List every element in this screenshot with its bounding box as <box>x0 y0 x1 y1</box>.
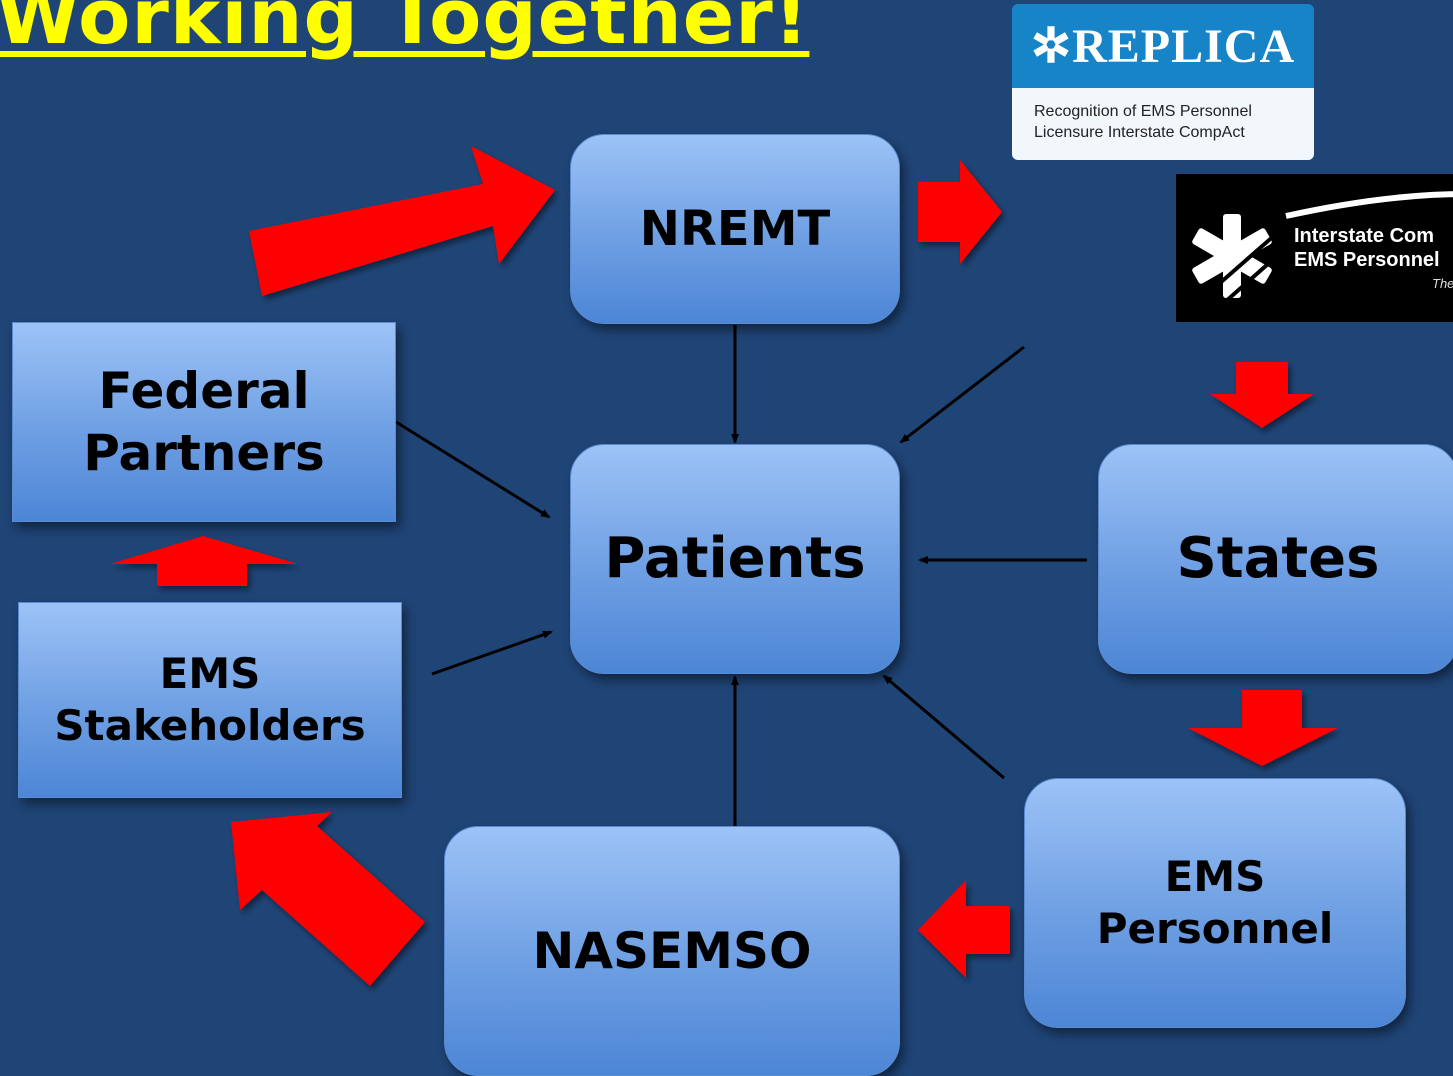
connector-compact-patients <box>899 345 1025 444</box>
connector-personnel-patients <box>882 674 1005 780</box>
flow-arrow-nremt-to-compact <box>918 160 1002 264</box>
replica-logo-subtitle: Recognition of EMS Personnel Licensure I… <box>1012 88 1314 160</box>
connector-stakeholders-patients <box>431 630 553 676</box>
node-patients-label: Patients <box>604 526 866 591</box>
node-nasemso: NASEMSO <box>444 826 900 1076</box>
node-ems-stakeholders: EMS Stakeholders <box>18 602 402 798</box>
node-patients: Patients <box>570 444 900 674</box>
replica-logo-name: REPLICA <box>1072 20 1296 73</box>
node-ems-personnel: EMS Personnel <box>1024 778 1406 1028</box>
star-of-life-icon <box>1192 191 1453 312</box>
node-nasemso-label: NASEMSO <box>532 921 812 980</box>
node-states: States <box>1098 444 1453 674</box>
flow-arrow-nasemso-to-stakeholders <box>231 812 425 986</box>
interstate-compact-logo: Interstate Com EMS Personnel The E <box>1176 174 1453 322</box>
node-nremt-label: NREMT <box>639 201 831 257</box>
node-states-label: States <box>1176 526 1380 591</box>
flow-arrow-states-to-personnel <box>1188 690 1338 766</box>
flow-arrow-stakeholders-to-federal <box>110 536 298 586</box>
compact-logo-line3: The E <box>1432 276 1453 291</box>
node-ems-stakeholders-label: EMS Stakeholders <box>54 648 366 751</box>
connector-federal-patients <box>395 420 551 519</box>
replica-logo: ✲REPLICA Recognition of EMS Personnel Li… <box>1012 4 1314 160</box>
flow-arrow-personnel-to-nasemso <box>918 880 1010 978</box>
node-federal-partners-label: Federal Partners <box>83 361 325 483</box>
node-nremt: NREMT <box>570 134 900 324</box>
node-ems-personnel-label: EMS Personnel <box>1096 851 1334 954</box>
slide-title: Working Together! <box>0 0 810 61</box>
replica-logo-wordmark: ✲REPLICA <box>1012 18 1314 82</box>
star-icon: ✲ <box>1030 20 1073 73</box>
compact-logo-line2: EMS Personnel <box>1294 249 1440 271</box>
flow-arrow-compact-to-states <box>1210 362 1314 428</box>
flow-arrow-federal-to-nremt <box>249 146 555 296</box>
compact-logo-text: Interstate Com EMS Personnel <box>1294 224 1440 272</box>
node-federal-partners: Federal Partners <box>12 322 396 522</box>
compact-logo-line1: Interstate Com <box>1294 225 1435 247</box>
